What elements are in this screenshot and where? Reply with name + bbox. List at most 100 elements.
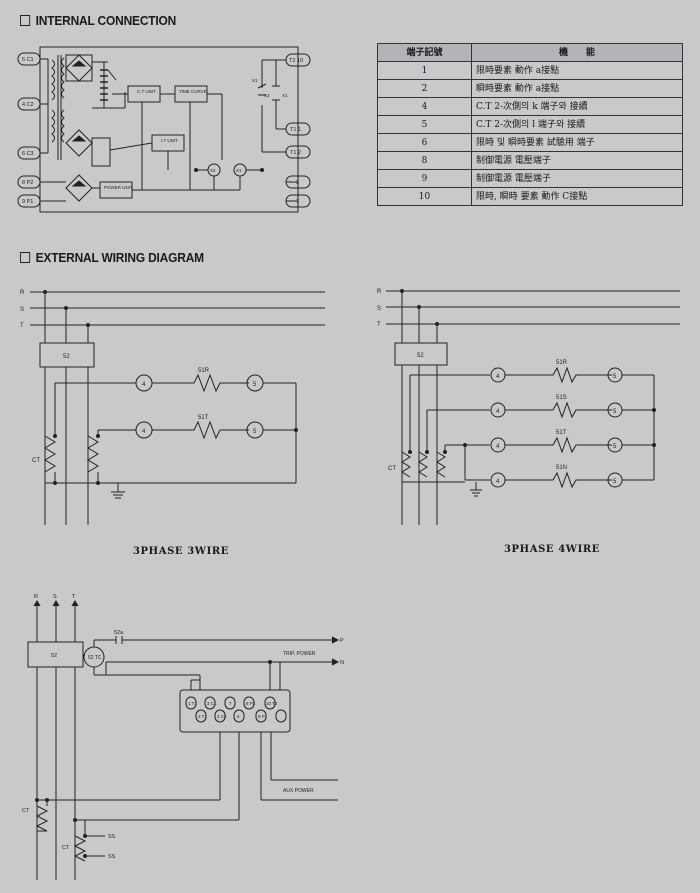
terminal-label: 5 <box>613 374 617 380</box>
ct-coil-t <box>87 435 99 473</box>
label-x2-contact: X2 <box>264 93 270 98</box>
phase-r-label-4w: R <box>377 289 382 295</box>
internal-connection-diagram <box>17 46 311 213</box>
breaker-label-ctrl: 52 <box>51 653 57 659</box>
aux-power-label: AUX POWER <box>283 788 314 794</box>
three-wire-diagram <box>30 291 325 525</box>
label-t1-2: T1 2 <box>290 150 301 156</box>
heading-checkbox-icon <box>20 252 31 263</box>
relay-51t-4w <box>505 436 612 454</box>
ct-coil-control-1 <box>35 805 49 832</box>
caption-3phase-4wire: 3PHASE 4WIRE <box>504 544 601 555</box>
label-c3: 6 C3 <box>22 151 34 157</box>
relay-51s-4w <box>505 401 612 419</box>
three-wire-labels: R S T 52 51R 51T 4 5 4 5 CT <box>20 290 257 464</box>
phase-r-label-ctrl: R <box>34 594 38 600</box>
three-wire-dots <box>43 290 298 485</box>
label-3: 3 <box>296 180 299 186</box>
relay-51n-4w <box>505 471 612 489</box>
cell-func: 限時, 瞬時 要素 動作 C接點 <box>471 187 683 206</box>
phase-s-label-4w: S <box>377 306 381 312</box>
four-wire-labels: R S T 52 51R 51S 51T 51N 4 5 4 5 4 5 4 5… <box>377 289 617 485</box>
ct-coil-t-4w <box>436 451 446 478</box>
label-t1-1: T1 1 <box>290 127 301 133</box>
relay-51r-label-4w: 51R <box>556 360 568 366</box>
relay-51s-label-4w: 51S <box>556 395 567 401</box>
ct-coil-r-4w <box>401 451 411 478</box>
base-term-label: 6 <box>237 714 240 719</box>
ct-label: CT <box>32 458 40 464</box>
heading-checkbox-icon <box>20 15 31 26</box>
breaker-label: 52 <box>63 354 70 360</box>
breaker-label-4w: 52 <box>417 353 424 359</box>
base-term-label: 4 C2 <box>217 714 227 719</box>
relay-case-outline <box>39 46 299 213</box>
label-7: 7 <box>296 199 299 205</box>
left-terminals <box>17 52 41 208</box>
label-c2: 4 C2 <box>22 102 34 108</box>
terminal-label: 4 <box>496 374 500 380</box>
n-label: N <box>340 660 344 666</box>
base-term-label: 2 T1 <box>198 714 207 719</box>
phase-t-label-ctrl: T <box>72 594 76 600</box>
four-wire-diagram <box>386 290 680 525</box>
phase-r-label: R <box>20 290 25 296</box>
caption-3phase-3wire: 3PHASE 3WIRE <box>133 546 230 557</box>
base-term-label: 1 T1 <box>188 701 197 706</box>
base-term-label: 10 T2 <box>266 701 278 706</box>
relay-51r <box>152 373 249 393</box>
four-wire-dots <box>400 289 656 454</box>
ss-label-1: SS <box>108 834 116 840</box>
p-label: P <box>340 638 344 644</box>
relay-51t <box>152 420 249 440</box>
heading-text: INTERNAL CONNECTION <box>35 13 177 28</box>
trip-power-label: TRIP, POWER <box>283 651 316 657</box>
label-x1-contact-b: X1 <box>282 93 288 98</box>
terminal-label: 4 <box>142 382 146 388</box>
terminal-label: 5 <box>613 479 617 485</box>
label-power-unit: POWER UNIT <box>104 185 133 190</box>
ct-coil-control-2 <box>73 835 87 862</box>
terminal-label: 5 <box>253 382 257 388</box>
label-t2-10: T2 10 <box>289 58 303 64</box>
ct-coil-r <box>44 435 56 473</box>
breaker-52-4w <box>394 342 448 366</box>
label-ct-unit: C.T UNIT <box>137 89 156 94</box>
phase-s-label-ctrl: S <box>53 594 57 600</box>
phase-s-label: S <box>20 307 24 313</box>
base-term-label: 8 P2 <box>246 701 256 706</box>
breaker-52 <box>39 342 95 368</box>
terminal-label: 4 <box>142 429 146 435</box>
label-p1: 9 P1 <box>22 199 33 205</box>
label-it-unit: I.T UNIT <box>161 138 178 143</box>
base-term-label: 7 <box>229 701 232 706</box>
relay-51t-label: 51T <box>198 415 209 421</box>
relay-terminal-base <box>179 689 291 733</box>
control-wiring-diagram <box>27 600 340 880</box>
ct-label-ctrl-1: CT <box>22 808 30 814</box>
relay-51r-label: 51R <box>198 368 210 374</box>
ct-label-4w: CT <box>388 466 396 472</box>
terminal-label: 5 <box>613 409 617 415</box>
phase-t-label-4w: T <box>377 322 381 328</box>
ct-label-ctrl-2: CT <box>62 845 70 851</box>
terminal-label: 5 <box>613 444 617 450</box>
control-labels: R S T 52 52 TC 52a P N TRIP, POWER AUX P… <box>22 594 344 860</box>
ss-label-2: SS <box>108 854 116 860</box>
ct-coil-s-4w <box>418 451 428 478</box>
relay-51n-label-4w: 51N <box>556 465 567 471</box>
base-term-label: 3 C1 <box>207 701 217 706</box>
terminal-label: 4 <box>496 444 500 450</box>
relay-51r-4w <box>505 366 612 384</box>
header-terminal: 端子記號 <box>377 43 472 62</box>
relay-51t-label-4w: 51T <box>556 430 567 436</box>
terminal-label: 4 <box>496 479 500 485</box>
internal-labels: 5 C1 4 C2 6 C3 8 P2 9 P1 T2 10 T1 1 T1 2… <box>22 57 303 205</box>
label-p2: 8 P2 <box>22 180 33 186</box>
